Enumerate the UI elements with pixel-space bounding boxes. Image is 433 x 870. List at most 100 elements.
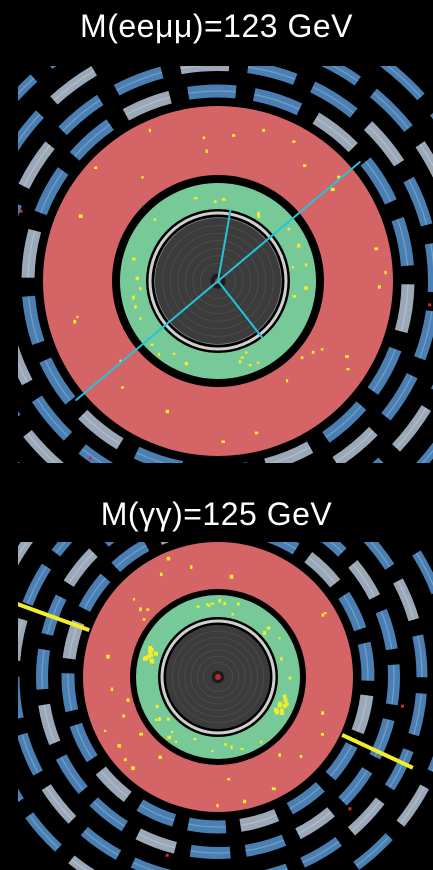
energy-hit (238, 360, 242, 364)
energy-hit (119, 359, 122, 362)
muon-chamber (351, 694, 374, 735)
muon-chamber-edge (431, 767, 433, 772)
muon-chamber (304, 552, 341, 588)
muon-chamber (122, 90, 172, 121)
muon-chamber (78, 409, 124, 450)
energy-hit (297, 243, 301, 248)
energy-hit (324, 611, 327, 615)
muon-chamber-edge (352, 563, 376, 598)
energy-hit (170, 730, 174, 733)
muon-chamber-edge (385, 375, 413, 418)
muon-chamber (41, 784, 77, 824)
energy-hit (248, 363, 252, 367)
muon-chamber-edge (136, 452, 166, 463)
muon-chamber-edge (379, 461, 383, 463)
muon-chamber-edge (70, 858, 87, 870)
energy-hit (282, 694, 287, 698)
muon-chamber-edge (28, 814, 59, 849)
muon-hit (400, 704, 404, 708)
muon-chamber-edge (68, 552, 94, 585)
muon-chamber-edge (36, 398, 69, 437)
muon-chamber-edge (139, 804, 175, 822)
muon-chamber-edge (40, 170, 64, 214)
muon-chamber (363, 542, 395, 570)
muon-chamber (295, 807, 335, 840)
muon-hit (165, 853, 169, 857)
muon-chamber-edge (270, 446, 311, 463)
event-display-diphoton (18, 542, 433, 870)
muon-chamber-edge (116, 71, 163, 91)
muon-chamber-edge (81, 448, 103, 463)
energy-hit (223, 601, 227, 606)
muon-chamber-edge (188, 823, 226, 828)
muon-chamber (416, 442, 433, 463)
energy-hit (132, 257, 136, 261)
energy-hit (117, 743, 121, 748)
photon-deposit (273, 707, 278, 712)
muon-chamber-edge (400, 284, 409, 332)
energy-hit (243, 799, 247, 804)
muon-chamber-edge (399, 786, 426, 825)
energy-hit (254, 431, 259, 435)
muon-chamber (63, 548, 98, 588)
energy-hit (139, 317, 142, 320)
muon-chamber-edge (41, 649, 45, 690)
muon-chamber (391, 405, 432, 452)
muon-chamber (244, 834, 287, 857)
muon-chamber-edge (68, 622, 79, 659)
muon-chamber (424, 243, 433, 293)
energy-hit (231, 613, 234, 616)
muon-chamber-edge (18, 542, 28, 557)
muon-chamber-edge (386, 66, 422, 98)
energy-hit (172, 352, 176, 355)
tracker-layer (203, 662, 233, 692)
muon-chamber-edge (408, 179, 428, 226)
muon-chamber (357, 641, 375, 681)
muon-chamber-edge (18, 619, 23, 640)
muon-chamber-edge (430, 243, 433, 268)
energy-hit (196, 605, 200, 608)
energy-hit (280, 656, 283, 661)
muon-chamber (369, 88, 413, 133)
photon-deposit (282, 703, 287, 708)
energy-hit (166, 556, 171, 561)
photon-deposit (148, 646, 153, 651)
energy-hit (193, 737, 197, 741)
muon-chamber (360, 157, 397, 205)
muon-chamber-edge (329, 542, 343, 553)
muon-chamber-edge (44, 359, 71, 401)
muon-chamber-edge (27, 230, 36, 278)
muon-chamber (187, 84, 237, 100)
energy-hit (141, 176, 144, 179)
energy-hit (227, 778, 231, 781)
energy-hit (221, 440, 225, 444)
muon-chamber (111, 542, 150, 573)
muon-chamber-edge (419, 143, 433, 167)
muon-chamber-edge (374, 719, 390, 758)
muon-chamber (22, 563, 52, 606)
muon-chamber (18, 74, 38, 102)
muon-chamber-edge (247, 66, 296, 80)
energy-hit (256, 361, 260, 364)
muon-chamber (252, 88, 303, 116)
energy-hit (110, 687, 114, 692)
muon-chamber (385, 664, 400, 706)
track (217, 280, 264, 339)
muon-chamber (338, 766, 373, 806)
energy-hit (263, 630, 266, 635)
energy-hit (216, 804, 219, 808)
muon-chamber-edge (307, 556, 336, 584)
muon-chamber-edge (188, 90, 236, 94)
muon-chamber-edge (312, 86, 355, 114)
muon-chamber (381, 372, 418, 421)
muon-chamber (50, 66, 98, 105)
muon-chamber-edge (391, 664, 395, 705)
muon-chamber (348, 560, 381, 600)
energy-hit (122, 714, 126, 718)
muon-chamber (321, 542, 347, 557)
muon-chamber-edge (180, 66, 205, 69)
muon-chamber (18, 618, 28, 662)
muon-chamber (415, 141, 433, 178)
muon-chamber-edge (93, 801, 126, 827)
muon-chamber-edge (45, 786, 73, 821)
